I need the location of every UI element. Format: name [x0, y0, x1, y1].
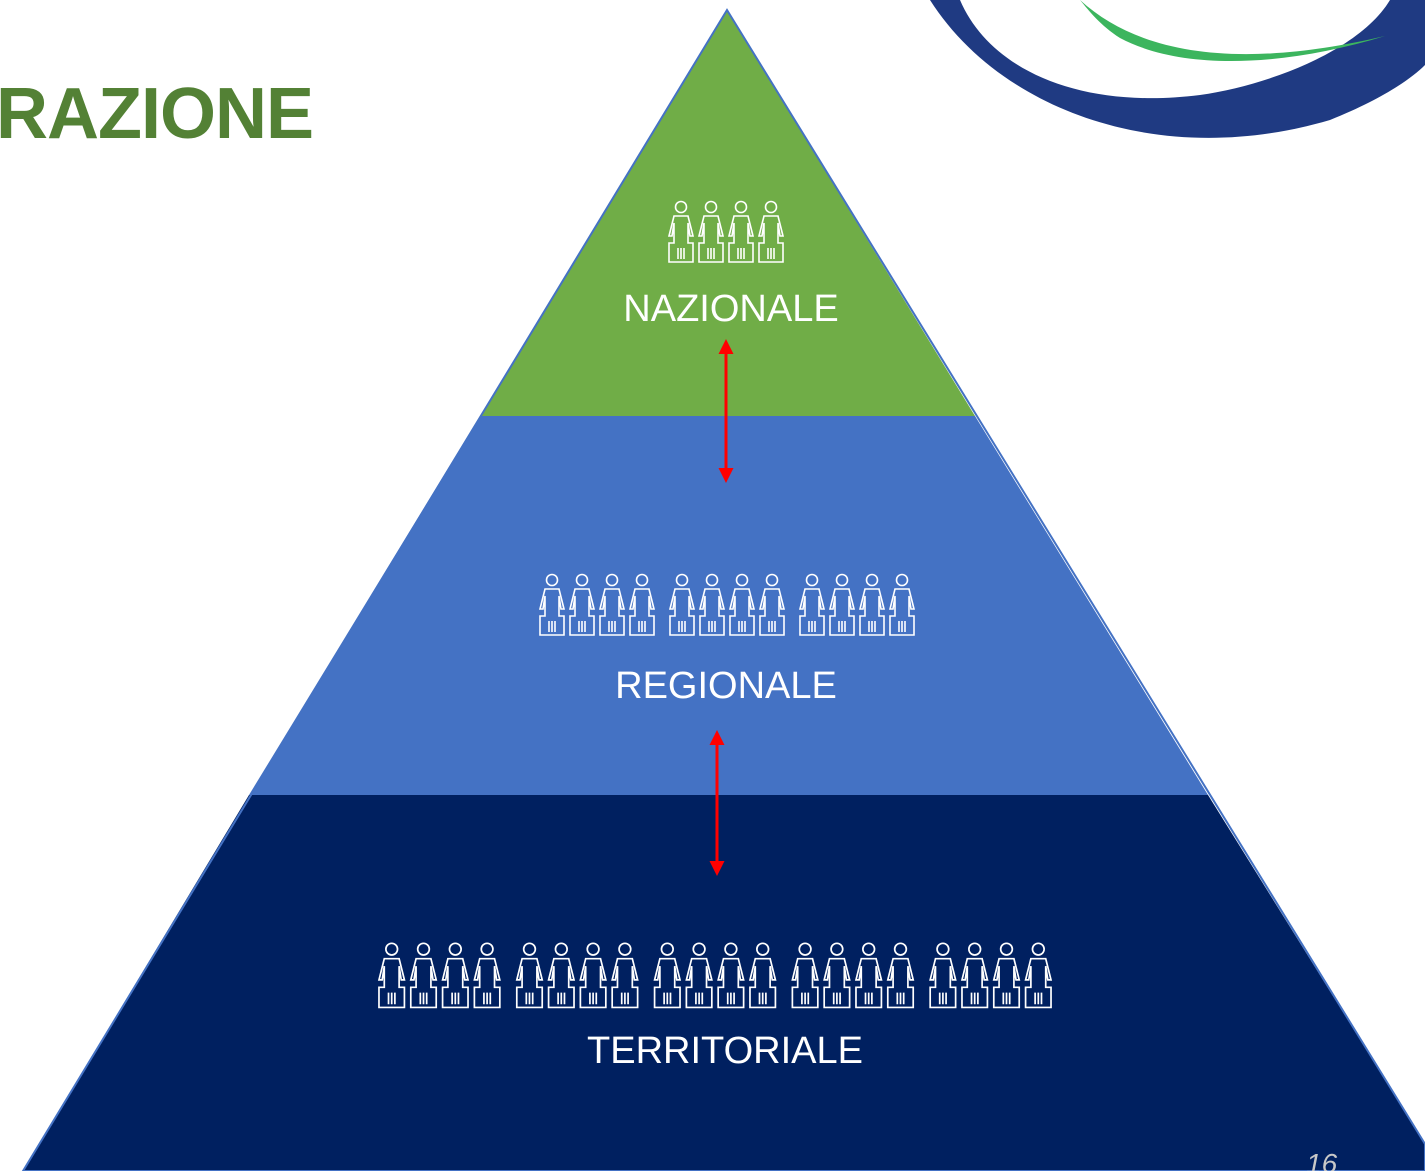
- logo-green-arc: [1080, 0, 1385, 62]
- tier-regional-shape: [249, 416, 1208, 795]
- tier-label-national: NAZIONALE: [623, 288, 839, 330]
- swoosh-logo: [930, 0, 1425, 138]
- tier-label-territorial: TERRITORIALE: [587, 1030, 863, 1072]
- tier-label-regional: REGIONALE: [615, 665, 837, 707]
- tier-national-shape: [480, 10, 975, 416]
- logo-navy-arc: [930, 0, 1425, 138]
- pyramid-outline: [21, 8, 1425, 1171]
- logo-white-gap: [1100, 0, 1290, 23]
- page-title: RAZIONE: [0, 74, 314, 154]
- slide-number: 16: [1306, 1148, 1338, 1171]
